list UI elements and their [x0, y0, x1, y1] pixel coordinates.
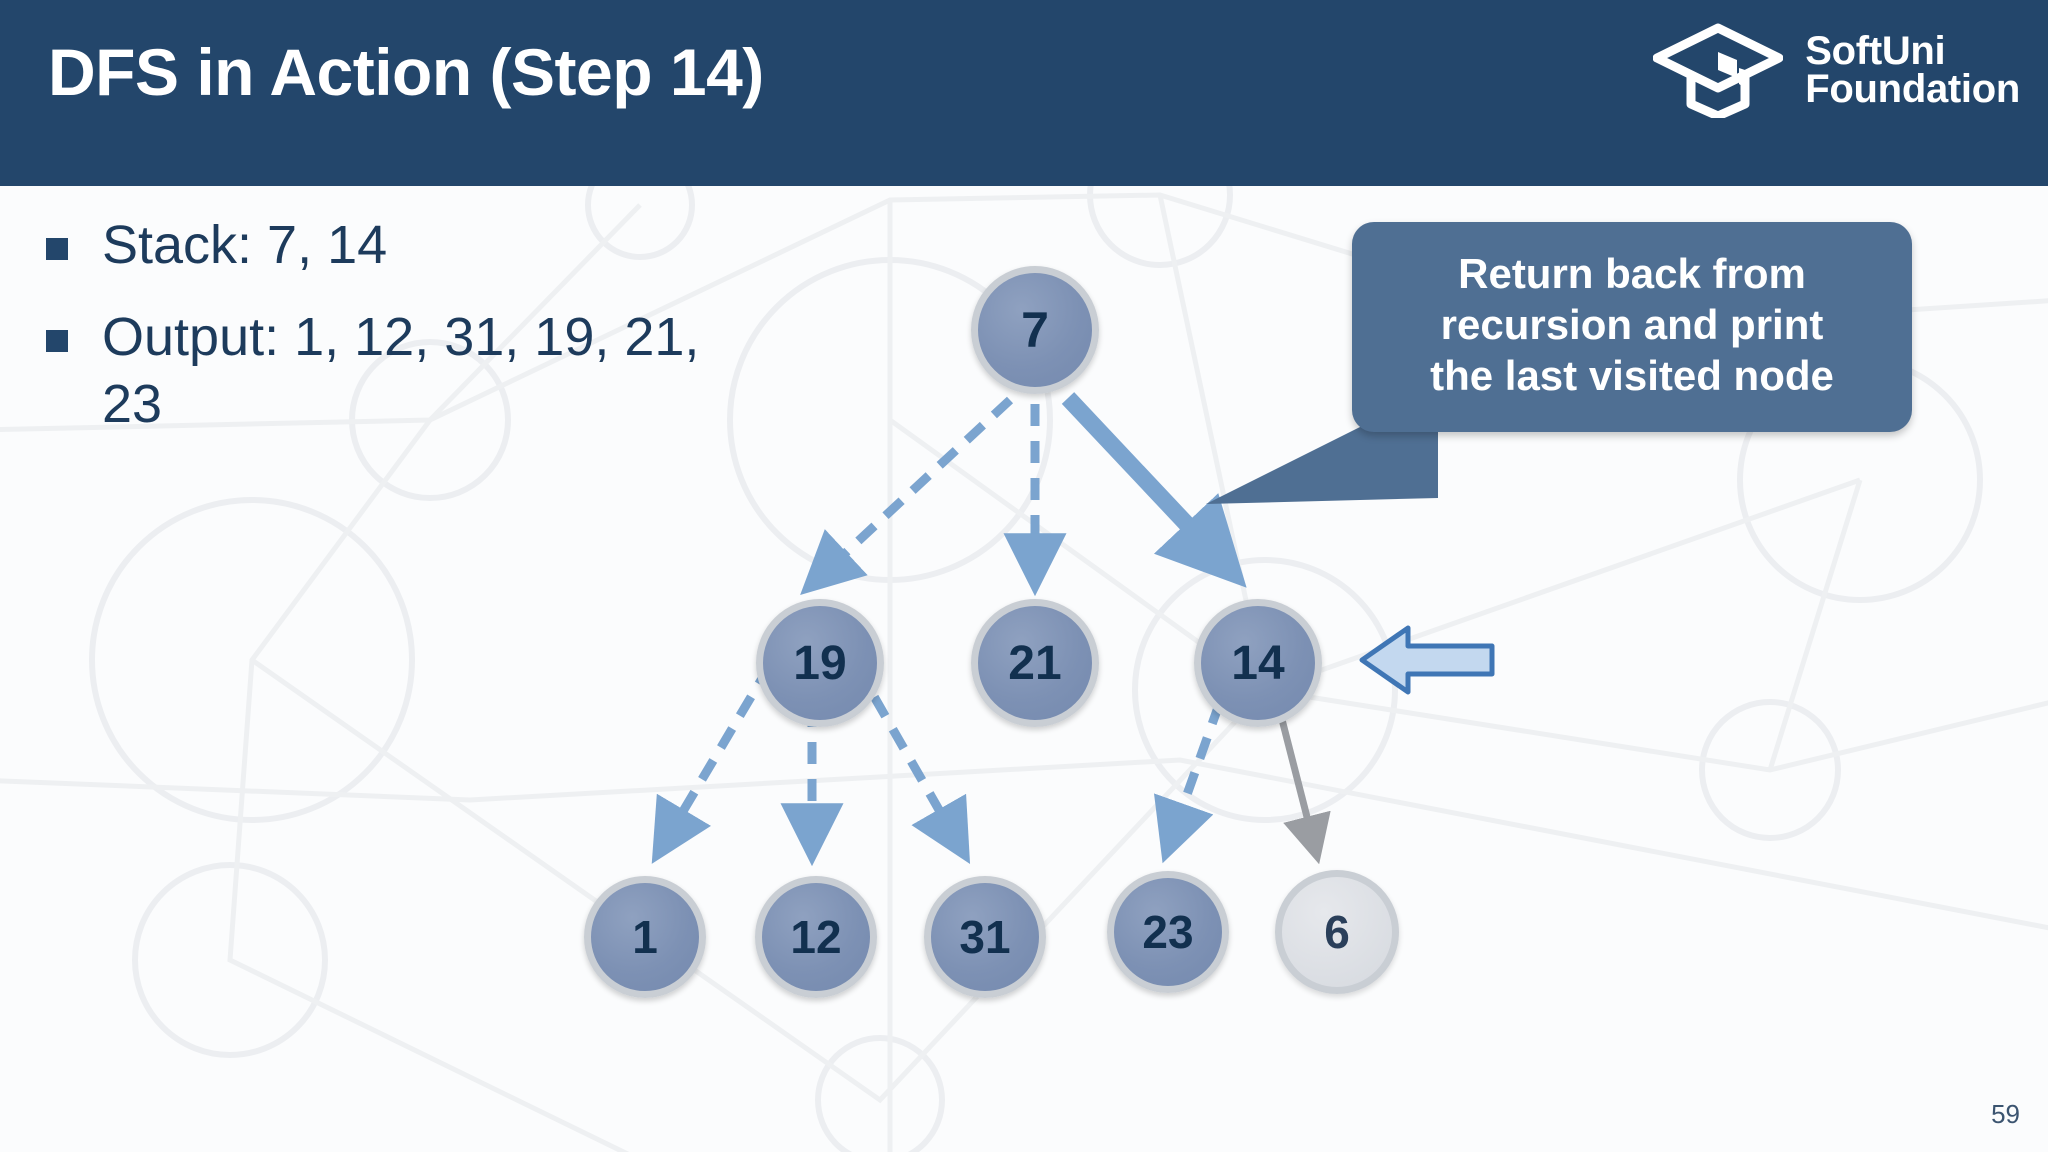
tree-node-label: 21 [1008, 636, 1062, 690]
graduation-cap-icon [1653, 23, 1784, 118]
tree-node-31[interactable]: 31 [924, 876, 1046, 998]
edge-19-1 [651, 662, 774, 864]
bullet-square-icon [46, 329, 68, 352]
tree-node-label: 14 [1231, 636, 1285, 690]
bullet-label-output: Output: 1, 12, 31, 19, 21, 23 [102, 306, 700, 435]
list-item: Output: 1, 12, 31, 19, 21, 23 [46, 304, 946, 439]
list-item: Stack: 7, 14 [46, 212, 946, 280]
bullet-label-stack: Stack: 7, 14 [102, 215, 388, 275]
tree-node-label: 23 [1142, 906, 1194, 958]
softuni-foundation-logo: SoftUni Foundation [1653, 22, 2020, 118]
callout-bubble: Return back from recursion and print the… [1352, 222, 1912, 432]
slide-header: DFS in Action (Step 14) SoftUni Foundati… [0, 0, 2048, 186]
left-arrow-pointer-icon [1359, 625, 1495, 695]
tree-node-1[interactable]: 1 [584, 876, 706, 998]
callout-line-3: the last visited node [1430, 352, 1834, 400]
tree-node-label: 12 [790, 911, 842, 963]
tree-node-6[interactable]: 6 [1275, 870, 1399, 994]
tree-node-23[interactable]: 23 [1107, 871, 1229, 993]
callout-line-2: recursion and print [1440, 301, 1824, 349]
page-title: DFS in Action (Step 14) [48, 35, 764, 109]
logo-line-1: SoftUni [1805, 28, 1946, 73]
bullet-list: Stack: 7, 14 Output: 1, 12, 31, 19, 21, … [46, 212, 946, 463]
tree-node-14[interactable]: 14 [1194, 599, 1322, 727]
tree-node-7[interactable]: 7 [971, 266, 1099, 394]
page-number: 59 [1991, 1099, 2020, 1129]
tree-node-19[interactable]: 19 [756, 599, 884, 727]
tree-node-label: 7 [1021, 302, 1049, 358]
bullet-square-icon [46, 238, 68, 260]
logo-line-2: Foundation [1805, 67, 2020, 111]
tree-node-label: 1 [632, 911, 658, 963]
callout-line-1: Return back from [1458, 250, 1806, 297]
tree-node-label: 6 [1324, 906, 1350, 958]
tree-node-label: 19 [793, 636, 847, 690]
tree-node-21[interactable]: 21 [971, 599, 1099, 727]
tree-node-label: 31 [959, 911, 1011, 963]
tree-node-12[interactable]: 12 [755, 876, 877, 998]
